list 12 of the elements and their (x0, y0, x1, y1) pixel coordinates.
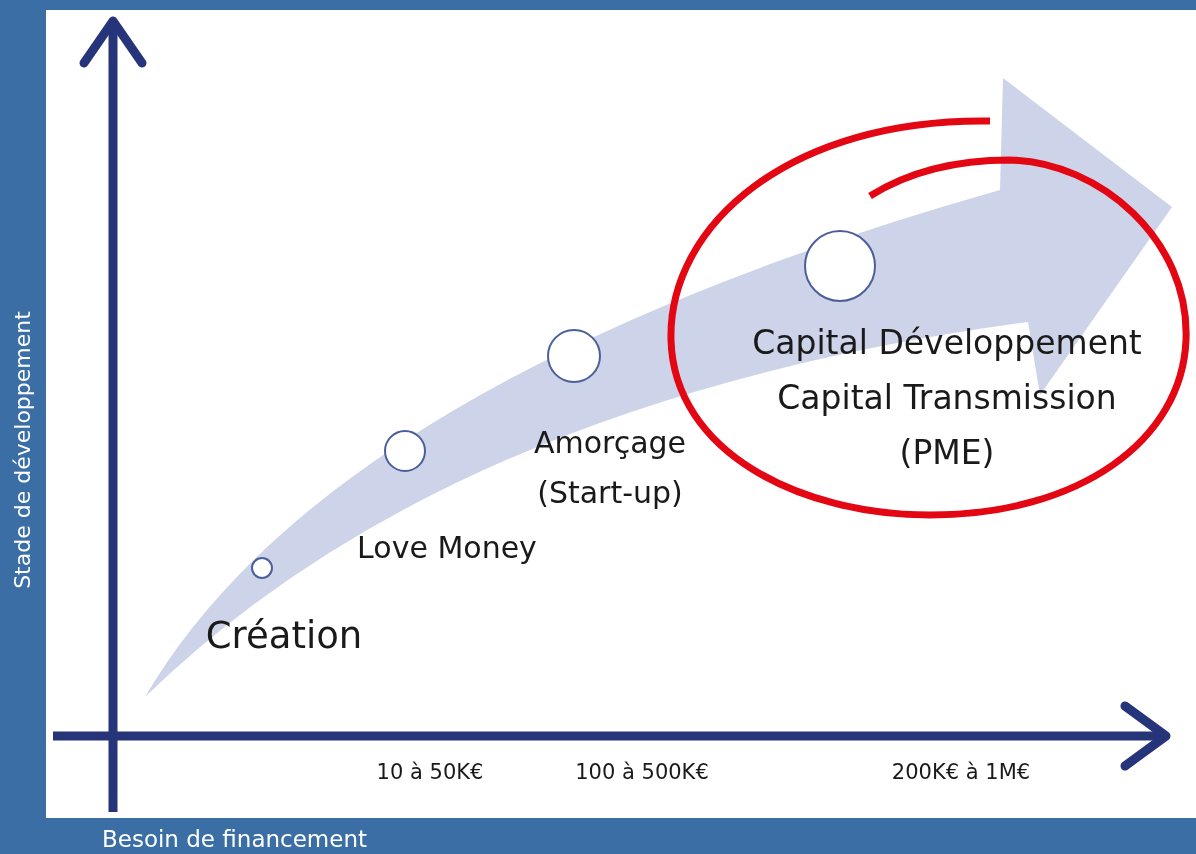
tick-label: 200K€ à 1M€ (891, 762, 1031, 783)
x-axis-title: Besoin de financement (102, 828, 367, 851)
tick-label: 10 à 50K€ (376, 762, 484, 783)
stage-label: Capital Développement (752, 326, 1142, 359)
stage-label: Love Money (357, 533, 537, 563)
stage-label: Amorçage (533, 428, 687, 458)
stage-label: (Start-up) (537, 478, 683, 508)
y-axis-title: Stade de développement (12, 311, 34, 589)
stage-label: Création (205, 617, 363, 654)
tick-label: 100 à 500K€ (575, 762, 709, 783)
stage-label: (PME) (899, 436, 995, 469)
stage-label: Capital Transmission (777, 381, 1117, 414)
